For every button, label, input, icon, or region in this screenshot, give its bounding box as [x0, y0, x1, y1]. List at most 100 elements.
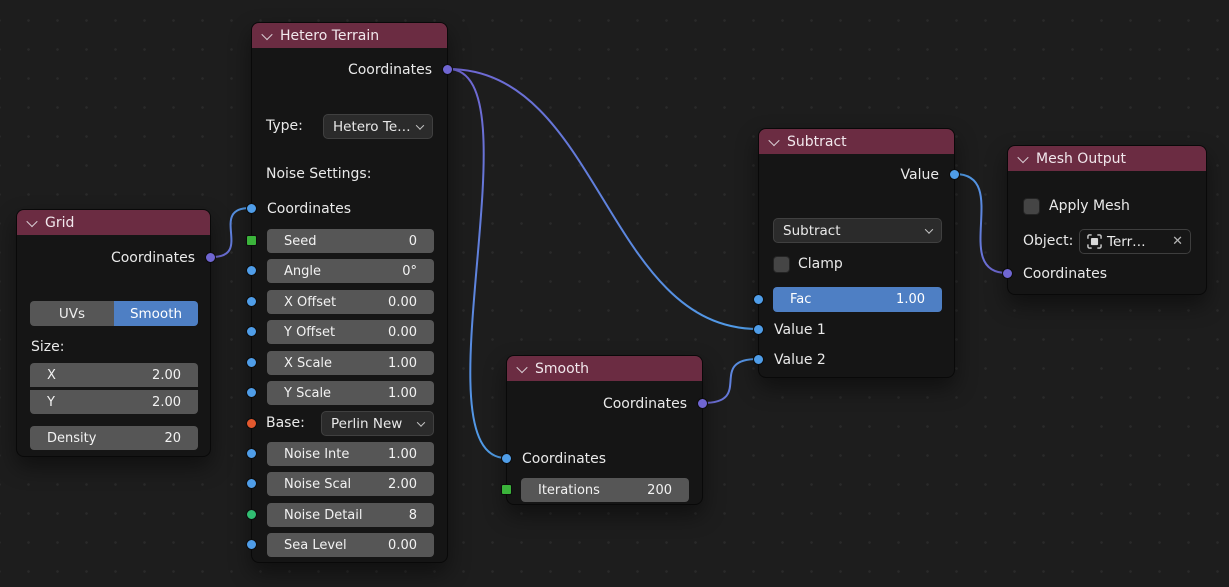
clamp-checkbox[interactable] — [773, 256, 790, 273]
field-label: Angle — [284, 263, 321, 279]
field-label: Y Scale — [284, 385, 332, 401]
node-title: Smooth — [535, 360, 590, 377]
socket-y-scale[interactable] — [246, 387, 257, 398]
field-value: 2.00 — [388, 476, 417, 492]
size-y-field[interactable]: Y 2.00 — [30, 390, 198, 414]
node-hetero-terrain-header[interactable]: Hetero Terrain — [252, 23, 447, 48]
noise-intensity-field[interactable]: Noise Inte 1.00 — [267, 442, 434, 466]
node-mesh-output[interactable]: Mesh Output Apply Mesh Object: Terr… ✕ C… — [1002, 145, 1207, 295]
object-label: Object: — [1023, 233, 1074, 249]
node-title: Grid — [45, 214, 75, 231]
iterations-field[interactable]: Iterations 200 — [521, 478, 689, 502]
socket-noise-scale[interactable] — [246, 478, 257, 489]
collapse-chevron-icon[interactable] — [1017, 151, 1029, 163]
collapse-chevron-icon[interactable] — [516, 361, 528, 373]
collapse-chevron-icon[interactable] — [768, 134, 780, 146]
type-dropdown[interactable]: Hetero Te… — [323, 114, 433, 139]
node-hetero-terrain[interactable]: Hetero Terrain Coordinates Type: Hetero … — [246, 22, 453, 563]
field-value: 0 — [408, 233, 417, 249]
sea-level-field[interactable]: Sea Level 0.00 — [267, 533, 434, 557]
collapse-chevron-icon[interactable] — [261, 28, 273, 40]
socket-seed[interactable] — [246, 235, 257, 246]
node-smooth-header[interactable]: Smooth — [507, 356, 702, 381]
field-label: X Offset — [284, 294, 337, 310]
output-label-coordinates: Coordinates — [110, 250, 195, 266]
dropdown-value: Hetero Te… — [333, 118, 411, 135]
socket-grid-coordinates-out[interactable] — [205, 252, 216, 263]
socket-meshoutput-coordinates-in[interactable] — [1002, 268, 1013, 279]
field-label: Density — [47, 430, 97, 446]
toggle-option-uvs[interactable]: UVs — [30, 301, 114, 326]
base-dropdown[interactable]: Perlin New — [321, 411, 434, 436]
socket-smooth-coordinates-out[interactable] — [697, 398, 708, 409]
socket-sea-level[interactable] — [246, 539, 257, 550]
field-value: 8 — [408, 507, 417, 523]
y-scale-field[interactable]: Y Scale 1.00 — [267, 381, 434, 405]
socket-fac[interactable] — [753, 294, 764, 305]
output-label-coordinates: Coordinates — [347, 62, 432, 78]
node-title: Hetero Terrain — [280, 27, 380, 44]
field-value: 0° — [402, 263, 417, 279]
collapse-chevron-icon[interactable] — [26, 215, 38, 227]
mesh-data-icon — [1087, 234, 1102, 249]
socket-base[interactable] — [246, 418, 257, 429]
node-mesh-output-header[interactable]: Mesh Output — [1008, 146, 1206, 171]
socket-iterations[interactable] — [501, 484, 512, 495]
field-label: Seed — [284, 233, 317, 249]
size-label: Size: — [31, 339, 65, 355]
wire-subtract-to-meshoutput — [954, 173, 1008, 274]
node-smooth[interactable]: Smooth Coordinates Coordinates Iteration… — [501, 355, 708, 505]
socket-noise-intensity[interactable] — [246, 448, 257, 459]
socket-y-offset[interactable] — [246, 326, 257, 337]
input-label-coordinates: Coordinates — [1023, 266, 1108, 282]
apply-mesh-checkbox[interactable] — [1023, 198, 1040, 215]
field-value: 2.00 — [152, 367, 181, 383]
socket-value1[interactable] — [753, 324, 764, 335]
node-subtract[interactable]: Subtract Value Subtract Clamp Fac 1.00 V… — [753, 128, 960, 378]
x-scale-field[interactable]: X Scale 1.00 — [267, 351, 434, 375]
type-label: Type: — [266, 118, 303, 134]
field-value: 0.00 — [388, 294, 417, 310]
dropdown-value: Perlin New — [331, 415, 403, 432]
socket-x-scale[interactable] — [246, 357, 257, 368]
angle-field[interactable]: Angle 0° — [267, 259, 434, 283]
socket-value2[interactable] — [753, 354, 764, 365]
noise-scale-field[interactable]: Noise Scal 2.00 — [267, 472, 434, 496]
object-field[interactable]: Terr… ✕ — [1079, 229, 1191, 254]
y-offset-field[interactable]: Y Offset 0.00 — [267, 320, 434, 344]
socket-hetero-coordinates-in[interactable] — [246, 203, 257, 214]
clear-object-icon[interactable]: ✕ — [1172, 234, 1183, 249]
density-field[interactable]: Density 20 — [30, 426, 198, 450]
toggle-option-smooth[interactable]: Smooth — [114, 301, 198, 326]
input-label-coordinates: Coordinates — [522, 451, 607, 467]
socket-noise-detail[interactable] — [246, 509, 257, 520]
seed-field[interactable]: Seed 0 — [267, 229, 434, 253]
chevron-down-icon — [416, 417, 426, 427]
field-value: 1.00 — [388, 355, 417, 371]
field-label: Sea Level — [284, 537, 347, 553]
socket-smooth-coordinates-in[interactable] — [501, 453, 512, 464]
field-label: Y Offset — [284, 324, 336, 340]
size-x-field[interactable]: X 2.00 — [30, 363, 198, 387]
fac-field[interactable]: Fac 1.00 — [773, 287, 942, 312]
field-value: 200 — [647, 482, 672, 498]
socket-hetero-coordinates-out[interactable] — [442, 64, 453, 75]
field-label: X — [47, 367, 56, 383]
x-offset-field[interactable]: X Offset 0.00 — [267, 290, 434, 314]
chevron-down-icon — [415, 120, 425, 130]
node-grid[interactable]: Grid Coordinates UVs Smooth Size: X 2.00… — [16, 209, 216, 457]
socket-x-offset[interactable] — [246, 296, 257, 307]
node-grid-header[interactable]: Grid — [17, 210, 210, 235]
field-label: Iterations — [538, 482, 600, 498]
socket-subtract-value-out[interactable] — [949, 169, 960, 180]
node-subtract-header[interactable]: Subtract — [759, 129, 954, 154]
noise-detail-field[interactable]: Noise Detail 8 — [267, 503, 434, 527]
grid-mode-toggle[interactable]: UVs Smooth — [30, 301, 198, 326]
socket-angle[interactable] — [246, 265, 257, 276]
field-value: 1.00 — [896, 292, 925, 307]
node-title: Mesh Output — [1036, 150, 1126, 167]
apply-mesh-label: Apply Mesh — [1049, 198, 1130, 214]
dropdown-value: Subtract — [783, 222, 841, 239]
operation-dropdown[interactable]: Subtract — [773, 218, 942, 243]
wire-heteroterrain-to-subtract-value1 — [447, 68, 759, 330]
